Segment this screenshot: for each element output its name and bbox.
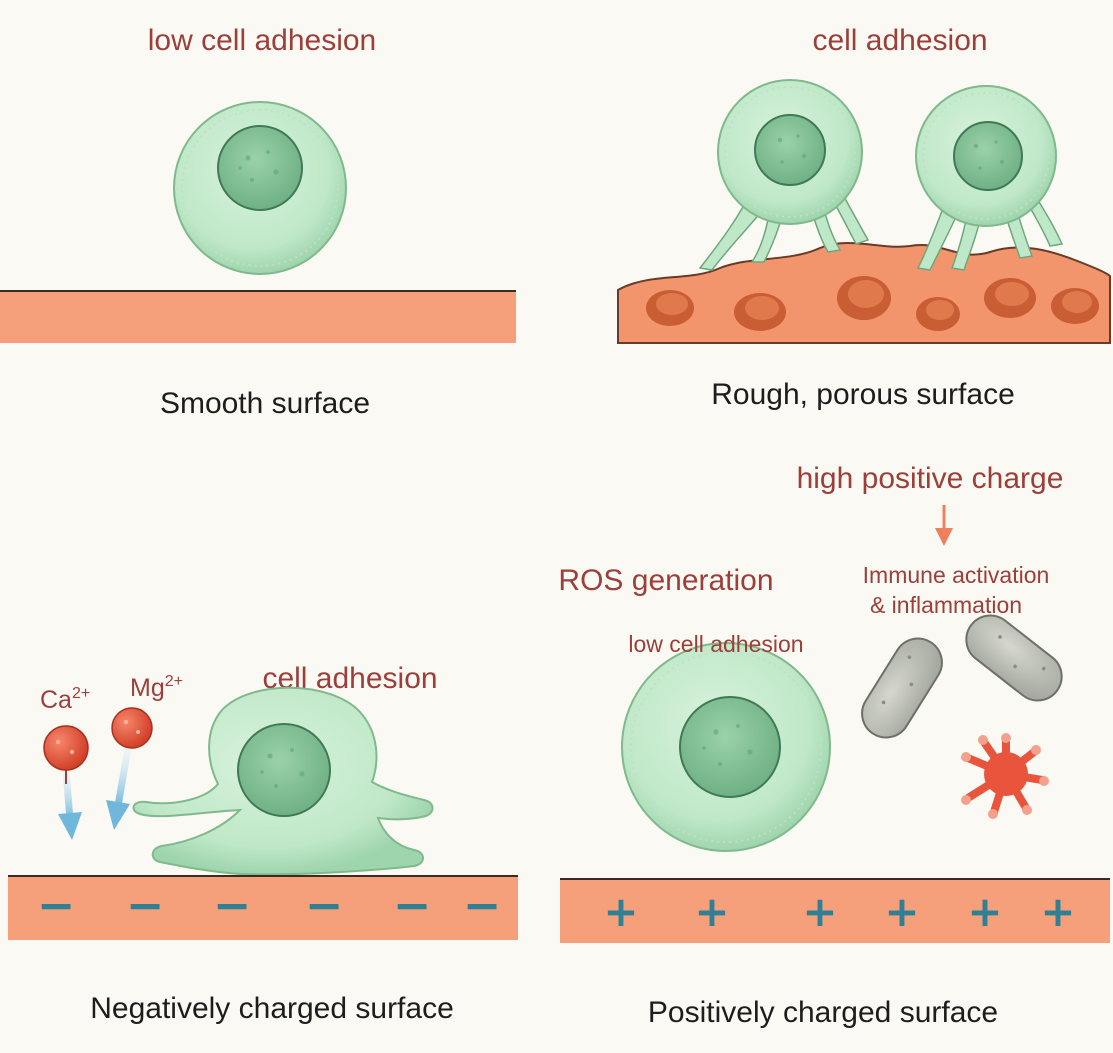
negative-signs: − − − − − −	[37, 878, 502, 932]
rough-cell-left	[698, 79, 870, 271]
rough-caption: Rough, porous surface	[711, 378, 1015, 411]
ion-mg	[111, 707, 153, 749]
rough-annotation: cell adhesion	[812, 24, 987, 57]
rough-cell-right	[915, 85, 1064, 271]
spread-cell	[132, 686, 434, 876]
positive-sign: +	[802, 887, 837, 936]
positive-sign: +	[884, 887, 919, 936]
ros-generation-label: ROS generation	[558, 564, 773, 597]
panel-rough: cell adhesion	[617, 24, 1111, 411]
ion-ca-label: Ca2+	[40, 685, 90, 714]
panel-positive: high positive charge ROS generation Immu…	[558, 462, 1110, 1029]
negative-sign: −	[126, 878, 165, 932]
positive-caption: Positively charged surface	[648, 996, 998, 1029]
negative-sign: −	[393, 878, 432, 932]
immune-activation-line2: & inflammation	[870, 592, 1022, 618]
negative-sign: −	[213, 878, 252, 932]
panel-smooth: low cell adhesion Smooth surface	[0, 24, 516, 420]
negative-surface	[8, 875, 518, 940]
ion-ca	[43, 725, 89, 784]
smooth-surface	[0, 290, 516, 343]
charge-down-arrow	[935, 505, 953, 546]
cytokine	[961, 733, 1049, 819]
high-positive-charge-label: high positive charge	[797, 462, 1064, 495]
rough-surface	[617, 242, 1111, 344]
negative-caption: Negatively charged surface	[90, 992, 454, 1025]
ion-mg-arrow	[106, 747, 132, 830]
positive-sign: +	[694, 887, 729, 936]
positive-surface	[560, 878, 1110, 943]
smooth-annotation: low cell adhesion	[148, 24, 376, 57]
negative-sign: −	[463, 878, 502, 932]
bacterium-left	[861, 637, 943, 739]
bacterium-right	[965, 614, 1063, 702]
positive-cell	[621, 642, 831, 852]
positive-sign: +	[603, 887, 638, 936]
immune-activation-line1: Immune activation	[863, 562, 1050, 588]
smooth-cell	[173, 101, 347, 275]
smooth-caption: Smooth surface	[160, 387, 370, 420]
panel-negative: Ca2+ Mg2+ cell adhesion	[8, 662, 518, 1025]
positive-signs: + + + + + +	[603, 887, 1075, 936]
negative-sign: −	[305, 878, 344, 932]
ion-ca-arrow	[58, 769, 82, 840]
positive-annotation: low cell adhesion	[628, 631, 803, 657]
positive-sign: +	[1040, 887, 1075, 936]
negative-sign: −	[37, 878, 76, 932]
ion-mg-label: Mg2+	[130, 673, 183, 702]
positive-sign: +	[967, 887, 1002, 936]
